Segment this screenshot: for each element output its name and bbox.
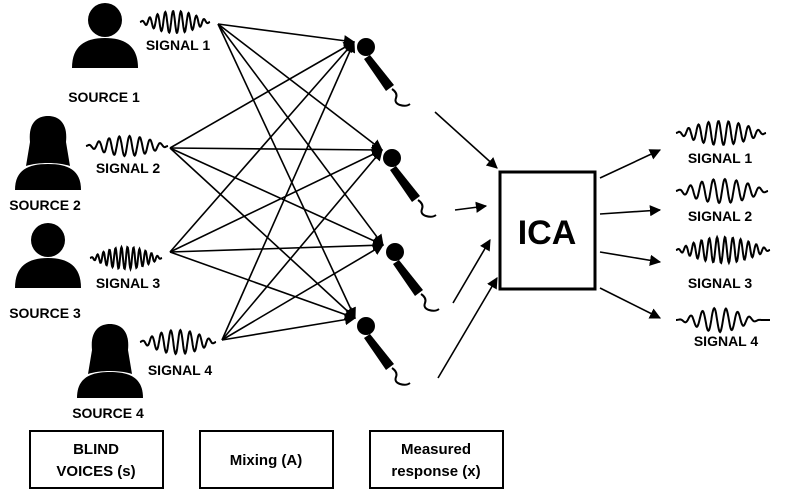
output-signal-label: SIGNAL 2 <box>688 208 753 224</box>
mixing-arrow <box>169 144 384 156</box>
microphone-icon <box>382 148 437 218</box>
output-signal-label: SIGNAL 4 <box>694 333 759 349</box>
source-label: SOURCE 4 <box>72 405 144 421</box>
mixing-arrows <box>169 23 385 341</box>
signal-label: SIGNAL 3 <box>96 275 161 291</box>
mixing-arrow <box>169 239 385 253</box>
waveform <box>85 134 169 158</box>
mixing-arrow <box>169 251 357 320</box>
measured-response-box <box>369 430 504 489</box>
box-line: Mixing (A) <box>230 452 303 469</box>
output-signal-label: SIGNAL 3 <box>688 275 753 291</box>
mixing-arrow <box>169 149 384 253</box>
box-line: response (x) <box>391 463 480 480</box>
mixing-arrow <box>217 23 356 320</box>
mixing-box <box>199 430 334 489</box>
microphone-icon <box>356 316 411 386</box>
box-line: Measured <box>401 441 471 458</box>
female-person-icon <box>15 116 81 190</box>
arrow <box>434 111 498 169</box>
mixing-arrow <box>169 41 355 253</box>
signal-label: SIGNAL 4 <box>148 362 213 378</box>
microphone-icon <box>356 37 411 107</box>
microphone-icon <box>385 242 440 312</box>
arrow <box>599 251 662 266</box>
output-signal-label: SIGNAL 1 <box>688 150 753 166</box>
mixing-arrow <box>169 147 356 319</box>
arrow <box>454 201 488 213</box>
waveform <box>139 328 217 356</box>
box-line: BLIND <box>73 441 119 458</box>
output-waveforms <box>675 120 771 334</box>
mixing-arrow <box>221 314 357 341</box>
waveform <box>676 306 770 334</box>
waveform <box>675 120 767 146</box>
arrow <box>437 277 498 379</box>
ica-box <box>498 170 597 291</box>
waveform <box>675 234 771 266</box>
source-label: SOURCE 1 <box>68 89 140 105</box>
source-label: SOURCE 3 <box>9 305 81 321</box>
mixing-arrow <box>221 149 383 341</box>
source-waveforms <box>85 9 217 356</box>
female-person-icon <box>77 324 143 398</box>
mixing-arrow <box>169 41 355 149</box>
arrow <box>599 287 662 319</box>
source-label: SOURCE 2 <box>9 197 81 213</box>
mixing-arrow <box>217 23 356 47</box>
mixing-arrow <box>169 147 385 246</box>
blind-voices-box <box>29 430 164 489</box>
ica-label: ICA <box>518 214 577 252</box>
mixing-arrow <box>217 23 383 151</box>
waveform <box>139 9 211 35</box>
box-line: VOICES (s) <box>56 463 135 480</box>
mixing-arrow <box>221 40 356 341</box>
mixing-arrow <box>217 23 384 246</box>
signal-label: SIGNAL 1 <box>146 37 211 53</box>
male-person-icon <box>72 3 138 68</box>
waveform <box>89 244 163 272</box>
mixing-arrow <box>221 244 384 341</box>
male-person-icon <box>15 223 81 288</box>
waveform <box>675 177 769 205</box>
arrow <box>452 239 491 304</box>
arrow <box>599 149 662 179</box>
signal-label: SIGNAL 2 <box>96 160 161 176</box>
arrow <box>599 205 662 217</box>
